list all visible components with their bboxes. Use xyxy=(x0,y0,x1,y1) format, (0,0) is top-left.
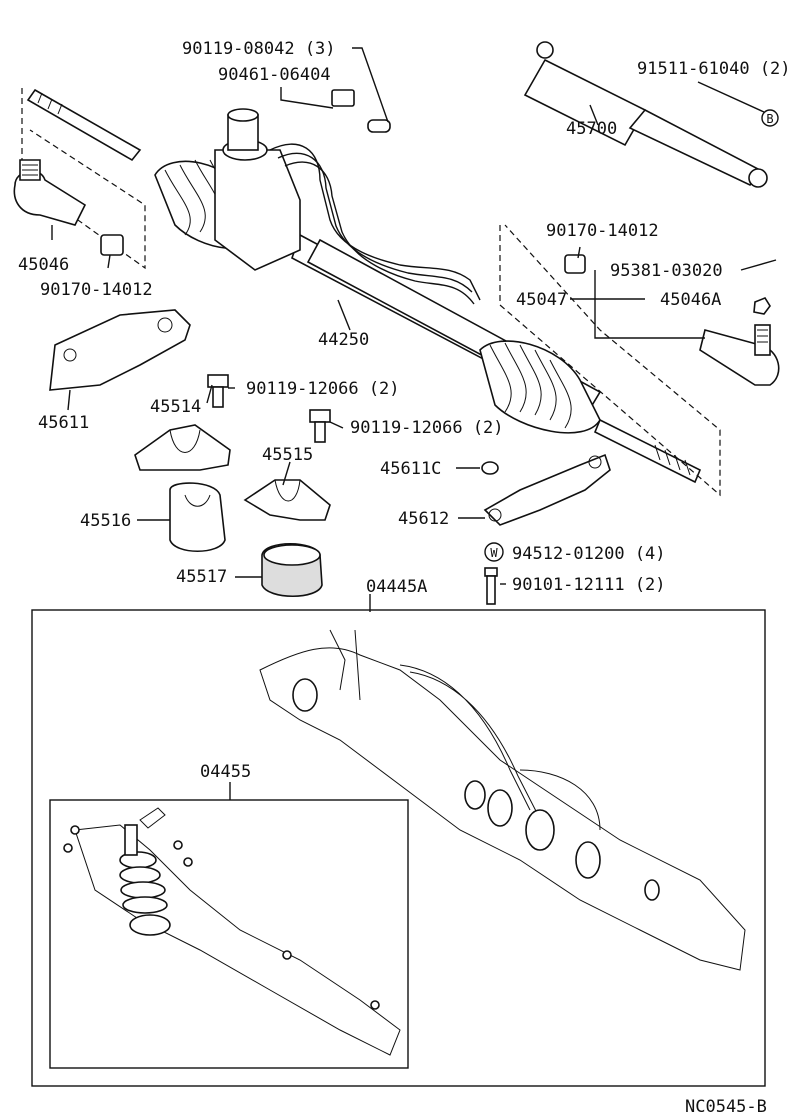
kit-box-04445A xyxy=(31,609,766,1087)
label-45611: 45611 xyxy=(38,413,89,433)
label-91511-61040: 91511-61040 (2) xyxy=(637,59,791,79)
bracket-45612 xyxy=(483,453,611,526)
label-90119-12066-a: 90119-12066 (2) xyxy=(246,379,400,399)
label-45046: 45046 xyxy=(18,255,69,275)
marker-b: B xyxy=(766,112,773,126)
label-90461-06404: 90461-06404 xyxy=(218,65,331,85)
label-90119-12066-b: 90119-12066 (2) xyxy=(350,418,504,438)
label-90170-14012-left: 90170-14012 xyxy=(40,280,153,300)
marker-w: W xyxy=(490,546,498,560)
label-95381-03020: 95381-03020 xyxy=(610,261,723,281)
part-labels: 90119-08042 (3) 90461-06404 91511-61040 … xyxy=(18,39,791,1117)
marker-w-circle xyxy=(484,542,504,562)
grommet-45516 xyxy=(169,482,226,552)
label-45047: 45047 xyxy=(516,290,567,310)
bracket-45611 xyxy=(49,309,191,391)
tie-rod-left-dash xyxy=(21,88,146,270)
tie-rod-end-left xyxy=(13,159,124,256)
leader-lines xyxy=(51,47,777,800)
label-45612: 45612 xyxy=(398,509,449,529)
label-90101-12111: 90101-12111 (2) xyxy=(512,575,666,595)
label-45046A: 45046A xyxy=(660,290,721,310)
kit-box-04455 xyxy=(49,799,409,1069)
label-04455: 04455 xyxy=(200,762,251,782)
label-45517: 45517 xyxy=(176,567,227,587)
tie-rod-right-dash xyxy=(499,224,721,497)
label-90170-14012-right: 90170-14012 xyxy=(546,221,659,241)
kit-04445A-parts xyxy=(259,629,746,971)
steering-rack-assembly xyxy=(26,88,702,484)
label-44250: 44250 xyxy=(318,330,369,350)
tie-rod-end-right xyxy=(564,254,780,386)
label-45700: 45700 xyxy=(566,119,617,139)
steering-damper xyxy=(523,41,768,188)
label-90119-08042: 90119-08042 (3) xyxy=(182,39,336,59)
clamp-45514 xyxy=(134,424,231,471)
label-45516: 45516 xyxy=(80,511,131,531)
label-04445A: 04445A xyxy=(366,577,427,597)
label-45515: 45515 xyxy=(262,445,313,465)
clamp-45515 xyxy=(243,479,331,521)
label-94512-01200: 94512-01200 (4) xyxy=(512,544,666,564)
label-45611C: 45611C xyxy=(380,459,441,479)
kit-04455-parts xyxy=(63,807,401,1056)
marker-b-circle xyxy=(761,109,779,127)
label-45514: 45514 xyxy=(150,397,201,417)
bolts xyxy=(207,89,499,605)
diagram-code: NC0545-B xyxy=(685,1097,767,1117)
